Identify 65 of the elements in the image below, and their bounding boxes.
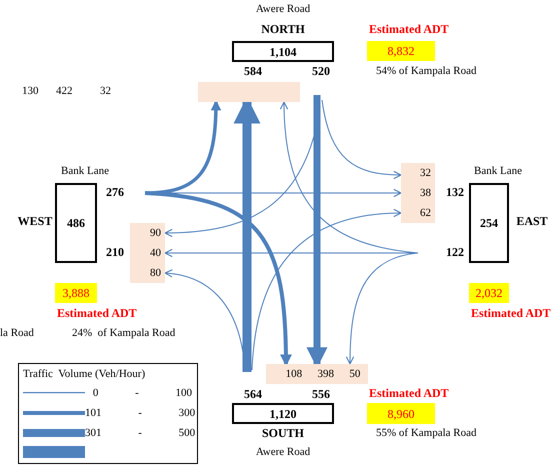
- node-caption: Estimated ADT: [471, 307, 552, 319]
- node-caption: NORTH: [260, 23, 306, 35]
- flow-arrow: [280, 101, 418, 254]
- volume-value: 398: [317, 368, 334, 380]
- node-caption: Estimated ADT: [57, 307, 138, 319]
- volume-value: 1,120: [270, 408, 296, 420]
- node-caption: SOUTH: [260, 427, 305, 439]
- note-text: la Road: [0, 328, 35, 339]
- flow-arrow: [252, 209, 402, 370]
- volume-value: 8,960: [388, 408, 414, 420]
- note-text: 422: [56, 86, 74, 97]
- turning-volume-panel: [198, 82, 300, 102]
- node-caption: Awere Road: [254, 4, 312, 15]
- adt-highlight-box: [367, 403, 435, 424]
- adt-highlight-box: [469, 283, 509, 303]
- node-caption: WEST: [16, 215, 54, 227]
- volume-value: 1,104: [270, 46, 296, 58]
- approach-volume: 520: [311, 65, 331, 77]
- node-caption: Bank Lane: [60, 166, 110, 177]
- note-text: 130: [22, 86, 40, 97]
- legend-text: 101 - 300: [85, 408, 196, 418]
- total-volume-box: [469, 183, 509, 263]
- legend-text: 0 - 100: [92, 388, 192, 398]
- flow-arrow: [322, 100, 402, 179]
- volume-value: 38: [420, 188, 431, 198]
- node-caption: 55% of Kampala Road: [376, 428, 478, 439]
- volume-value: 3,888: [62, 287, 90, 299]
- approach-volume: 556: [311, 388, 331, 400]
- flow-arrow: [144, 191, 292, 366]
- node-caption: Estimated ADT: [369, 23, 450, 35]
- volume-value: 40: [150, 248, 161, 258]
- node-caption: Awere Road: [254, 447, 312, 458]
- volume-value: 80: [150, 268, 161, 278]
- volume-value: 62: [420, 208, 431, 218]
- volume-value: 108: [286, 368, 302, 380]
- adt-highlight-box: [367, 41, 435, 61]
- approach-volume: 276: [105, 186, 125, 198]
- volume-value: 486: [67, 217, 85, 229]
- turning-volume-panel: [401, 163, 435, 223]
- node-caption: Bank Lane: [473, 166, 523, 177]
- total-volume-box: [232, 403, 334, 424]
- approach-volume: 210: [105, 246, 125, 258]
- approach-volume: 584: [243, 65, 263, 77]
- node-caption: 54% of Kampala Road: [376, 66, 478, 77]
- legend-title: Traffic Volume (Veh/Hour): [23, 369, 146, 380]
- approach-volume: 564: [243, 388, 263, 400]
- total-volume-box: [55, 183, 97, 263]
- note-text: 32: [100, 86, 112, 97]
- volume-value: 50: [349, 368, 360, 380]
- approach-volume: 122: [445, 246, 465, 258]
- node-caption: Estimated ADT: [369, 387, 450, 399]
- volume-value: 32: [420, 168, 431, 178]
- node-caption: EAST: [515, 215, 549, 227]
- volume-value: 2,032: [476, 287, 502, 299]
- volume-value: 8,832: [388, 45, 414, 57]
- legend-text: 301 - 500: [85, 428, 196, 438]
- volume-value: 90: [150, 228, 161, 238]
- turning-volume-panel: [266, 364, 368, 384]
- approach-volume: 132: [445, 186, 465, 198]
- flow-arrow: [346, 252, 418, 365]
- volume-value: 254: [480, 217, 498, 229]
- note-text: 24% of Kampala Road: [72, 328, 176, 339]
- adt-highlight-box: [55, 283, 97, 303]
- turning-volume-panel: [130, 223, 165, 283]
- total-volume-box: [232, 41, 334, 62]
